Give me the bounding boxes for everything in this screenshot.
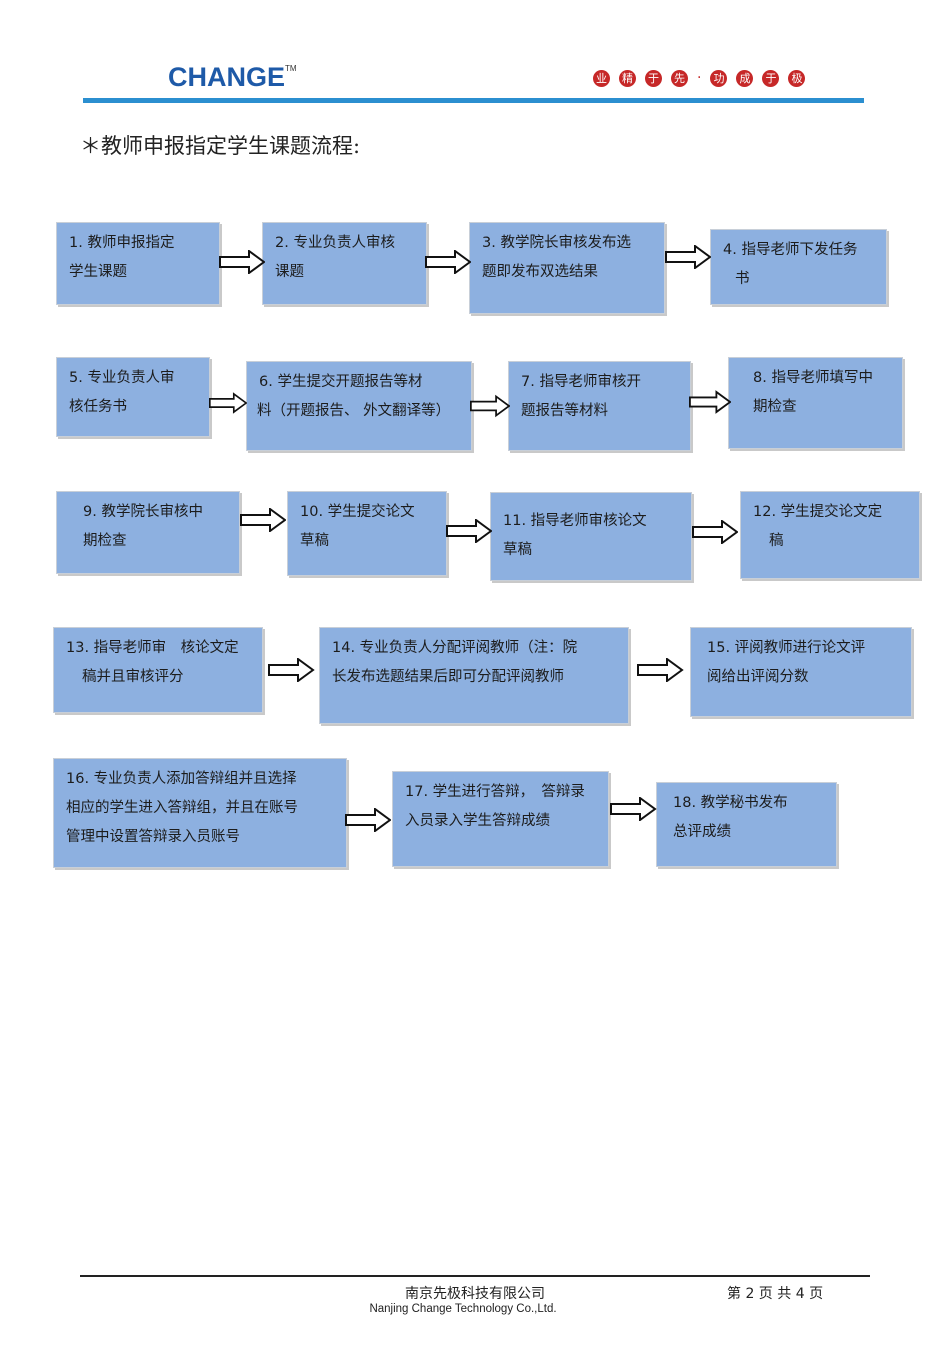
- slogan: 业 精 于 先 · 功 成 于 极: [593, 70, 814, 87]
- flow-step-5: 5. 专业负责人审 核任务书: [56, 357, 210, 437]
- flow-arrow-icon: [268, 658, 315, 682]
- step-line: 6. 学生提交开题报告等材: [259, 374, 423, 390]
- slogan-char: 极: [788, 70, 806, 87]
- flow-arrow-icon: [610, 797, 657, 821]
- step-line: 阅给出评阅分数: [707, 669, 809, 685]
- flow-step-1: 1. 教师申报指定 学生课题: [56, 222, 220, 305]
- flow-step-9: 9. 教学院长审核中 期检查: [56, 491, 240, 574]
- step-line: 题报告等材料: [521, 403, 608, 419]
- step-line: 入员录入学生答辩成绩: [405, 813, 550, 829]
- slogan-char: 于: [645, 70, 662, 87]
- step-line: 13. 指导老师审 核论文定: [66, 640, 239, 656]
- slogan-char: 业: [593, 70, 610, 87]
- flow-arrow-icon: [219, 250, 265, 274]
- flow-step-3: 3. 教学院长审核发布选 题即发布双选结果: [469, 222, 665, 314]
- flow-step-8: 8. 指导老师填写中 期检查: [728, 357, 903, 449]
- slogan-char: 成: [736, 70, 754, 87]
- flow-arrow-icon: [637, 658, 684, 682]
- step-line: 管理中设置答辩录入员账号: [66, 829, 240, 845]
- step-line: 2. 专业负责人审核: [275, 235, 395, 251]
- header-divider: [83, 98, 864, 103]
- step-line: 10. 学生提交论文: [300, 504, 415, 520]
- step-line: 稿并且审核评分: [82, 669, 184, 685]
- company-logo: CHANGETM: [168, 62, 297, 93]
- slogan-char: 先: [671, 70, 688, 87]
- step-line: 期检查: [753, 399, 797, 415]
- flow-arrow-icon: [692, 520, 738, 544]
- flow-arrow-icon: [209, 392, 247, 414]
- step-line: 相应的学生进入答辩组，并且在账号: [66, 800, 298, 816]
- flow-arrow-icon: [425, 250, 471, 274]
- step-line: 草稿: [503, 542, 532, 558]
- flow-arrow-icon: [665, 245, 711, 269]
- step-line: 5. 专业负责人审: [69, 370, 175, 386]
- step-line: 14. 专业负责人分配评阅教师（注：院: [332, 640, 578, 656]
- step-line: 学生课题: [69, 264, 127, 280]
- flow-step-12: 12. 学生提交论文定 稿: [740, 491, 920, 579]
- flow-step-11: 11. 指导老师审核论文 草稿: [490, 492, 692, 581]
- slogan-char: 功: [710, 70, 728, 87]
- logo-text: CHANGE: [168, 62, 286, 92]
- step-line: 3. 教学院长审核发布选: [482, 235, 631, 251]
- flow-arrow-icon: [345, 808, 391, 832]
- trademark-mark: TM: [285, 64, 297, 73]
- flow-step-18: 18. 教学秘书发布 总评成绩: [656, 782, 837, 867]
- step-line: 总评成绩: [673, 824, 731, 840]
- footer-company-cn: 南京先极科技有限公司: [405, 1286, 545, 1302]
- flow-step-16: 16. 专业负责人添加答辩组并且选择 相应的学生进入答辩组，并且在账号 管理中设…: [53, 758, 347, 868]
- flow-arrow-icon: [240, 508, 286, 532]
- step-line: 书: [735, 271, 750, 287]
- step-line: 17. 学生进行答辩， 答辩录: [405, 784, 585, 800]
- footer-company-en: Nanjing Change Technology Co.,Ltd.: [369, 1303, 557, 1315]
- step-line: 课题: [275, 264, 304, 280]
- step-line: 18. 教学秘书发布: [673, 795, 788, 811]
- step-line: 核任务书: [69, 399, 127, 415]
- step-line: 草稿: [300, 533, 329, 549]
- step-line: 4. 指导老师下发任务: [723, 242, 858, 258]
- step-line: 11. 指导老师审核论文: [503, 513, 647, 529]
- step-line: 期检查: [83, 533, 127, 549]
- step-line: 15. 评阅教师进行论文评: [707, 640, 866, 656]
- slogan-char: 于: [762, 70, 780, 87]
- step-line: 料（开题报告、 外文翻译等）: [257, 403, 451, 419]
- flow-step-4: 4. 指导老师下发任务 书: [710, 229, 887, 305]
- flow-step-6: 6. 学生提交开题报告等材 料（开题报告、 外文翻译等）: [246, 361, 472, 451]
- flow-step-7: 7. 指导老师审核开 题报告等材料: [508, 361, 691, 451]
- flow-step-15: 15. 评阅教师进行论文评 阅给出评阅分数: [690, 627, 912, 717]
- step-line: 稿: [769, 533, 784, 549]
- footer-divider: [80, 1275, 870, 1277]
- flow-step-17: 17. 学生进行答辩， 答辩录 入员录入学生答辩成绩: [392, 771, 609, 867]
- flow-arrow-icon: [446, 519, 492, 543]
- step-line: 1. 教师申报指定: [69, 235, 175, 251]
- flow-step-14: 14. 专业负责人分配评阅教师（注：院 长发布选题结果后即可分配评阅教师: [319, 627, 629, 724]
- step-line: 题即发布双选结果: [482, 264, 598, 280]
- step-line: 长发布选题结果后即可分配评阅教师: [332, 669, 564, 685]
- page-number: 第 2 页 共 4 页: [727, 1286, 824, 1302]
- step-line: 7. 指导老师审核开: [521, 374, 641, 390]
- page-heading: ＊教师申报指定学生课题流程:: [80, 134, 361, 158]
- flow-arrow-icon: [689, 390, 731, 414]
- flow-step-10: 10. 学生提交论文 草稿: [287, 491, 447, 576]
- flow-step-13: 13. 指导老师审 核论文定 稿并且审核评分: [53, 627, 263, 713]
- slogan-separator: ·: [697, 70, 702, 86]
- slogan-char: 精: [619, 70, 636, 87]
- flow-arrow-icon: [470, 394, 510, 418]
- step-line: 12. 学生提交论文定: [753, 504, 883, 520]
- flow-step-2: 2. 专业负责人审核 课题: [262, 222, 427, 305]
- step-line: 9. 教学院长审核中: [83, 504, 203, 520]
- step-line: 8. 指导老师填写中: [753, 370, 873, 386]
- step-line: 16. 专业负责人添加答辩组并且选择: [66, 771, 297, 787]
